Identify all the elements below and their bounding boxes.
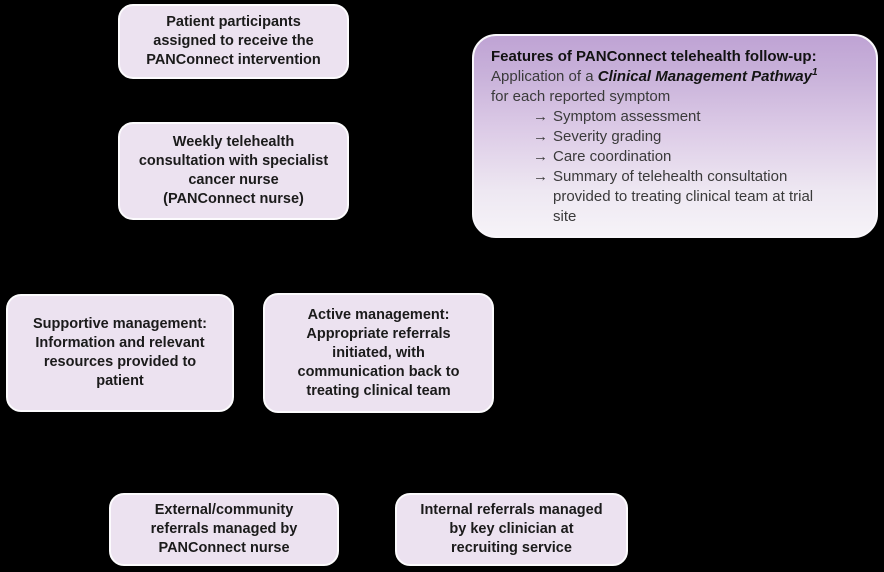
features-bullet-list: → Symptom assessment → Severity grading …	[533, 107, 862, 227]
node-weekly-telehealth-consultation-text: Weekly telehealth consultation with spec…	[138, 134, 329, 207]
features-application-prefix: Application of a	[491, 68, 598, 85]
features-bullet-text: Severity grading	[553, 128, 662, 145]
node-active-management-text: Active management: Appropriate referrals…	[297, 306, 460, 399]
features-bullet-text: Summary of telehealth consultation provi…	[553, 168, 814, 225]
features-application-suffix: for each reported symptom	[491, 88, 671, 105]
arrow-icon: →	[533, 168, 548, 185]
arrow-icon: →	[533, 108, 548, 125]
node-internal-referrals: Internal referrals managed by key clinic…	[395, 493, 628, 566]
node-patient-participants-text: Patient participants assigned to receive…	[146, 14, 321, 68]
node-external-community-referrals: External/community referrals managed by …	[109, 493, 339, 566]
node-features-telehealth-followup: Features of PANConnect telehealth follow…	[472, 34, 878, 238]
features-bullet-symptom-assessment: → Symptom assessment	[533, 107, 862, 127]
node-external-community-referrals-text: External/community referrals managed by …	[150, 502, 298, 556]
node-patient-participants: Patient participants assigned to receive…	[118, 4, 349, 79]
node-supportive-management: Supportive management: Information and r…	[6, 294, 234, 412]
node-supportive-management-text: Supportive management: Information and r…	[32, 316, 208, 389]
features-application-superscript: 1	[811, 67, 818, 78]
node-weekly-telehealth-consultation: Weekly telehealth consultation with spec…	[118, 122, 349, 220]
features-application-emphasis: Clinical Management Pathway	[597, 68, 812, 85]
features-bullet-care-coordination: → Care coordination	[533, 147, 862, 167]
features-title: Features of PANConnect telehealth follow…	[491, 48, 817, 65]
features-application-line: Application of a Clinical Management Pat…	[491, 67, 862, 87]
node-active-management: Active management: Appropriate referrals…	[263, 293, 494, 413]
features-bullet-severity-grading: → Severity grading	[533, 127, 862, 147]
arrow-icon: →	[533, 148, 548, 165]
features-bullet-text: Care coordination	[553, 148, 672, 165]
features-bullet-summary: → Summary of telehealth consultation pro…	[533, 167, 862, 227]
features-bullet-text: Symptom assessment	[553, 108, 701, 125]
node-internal-referrals-text: Internal referrals managed by key clinic…	[420, 502, 603, 556]
arrow-icon: →	[533, 128, 548, 145]
